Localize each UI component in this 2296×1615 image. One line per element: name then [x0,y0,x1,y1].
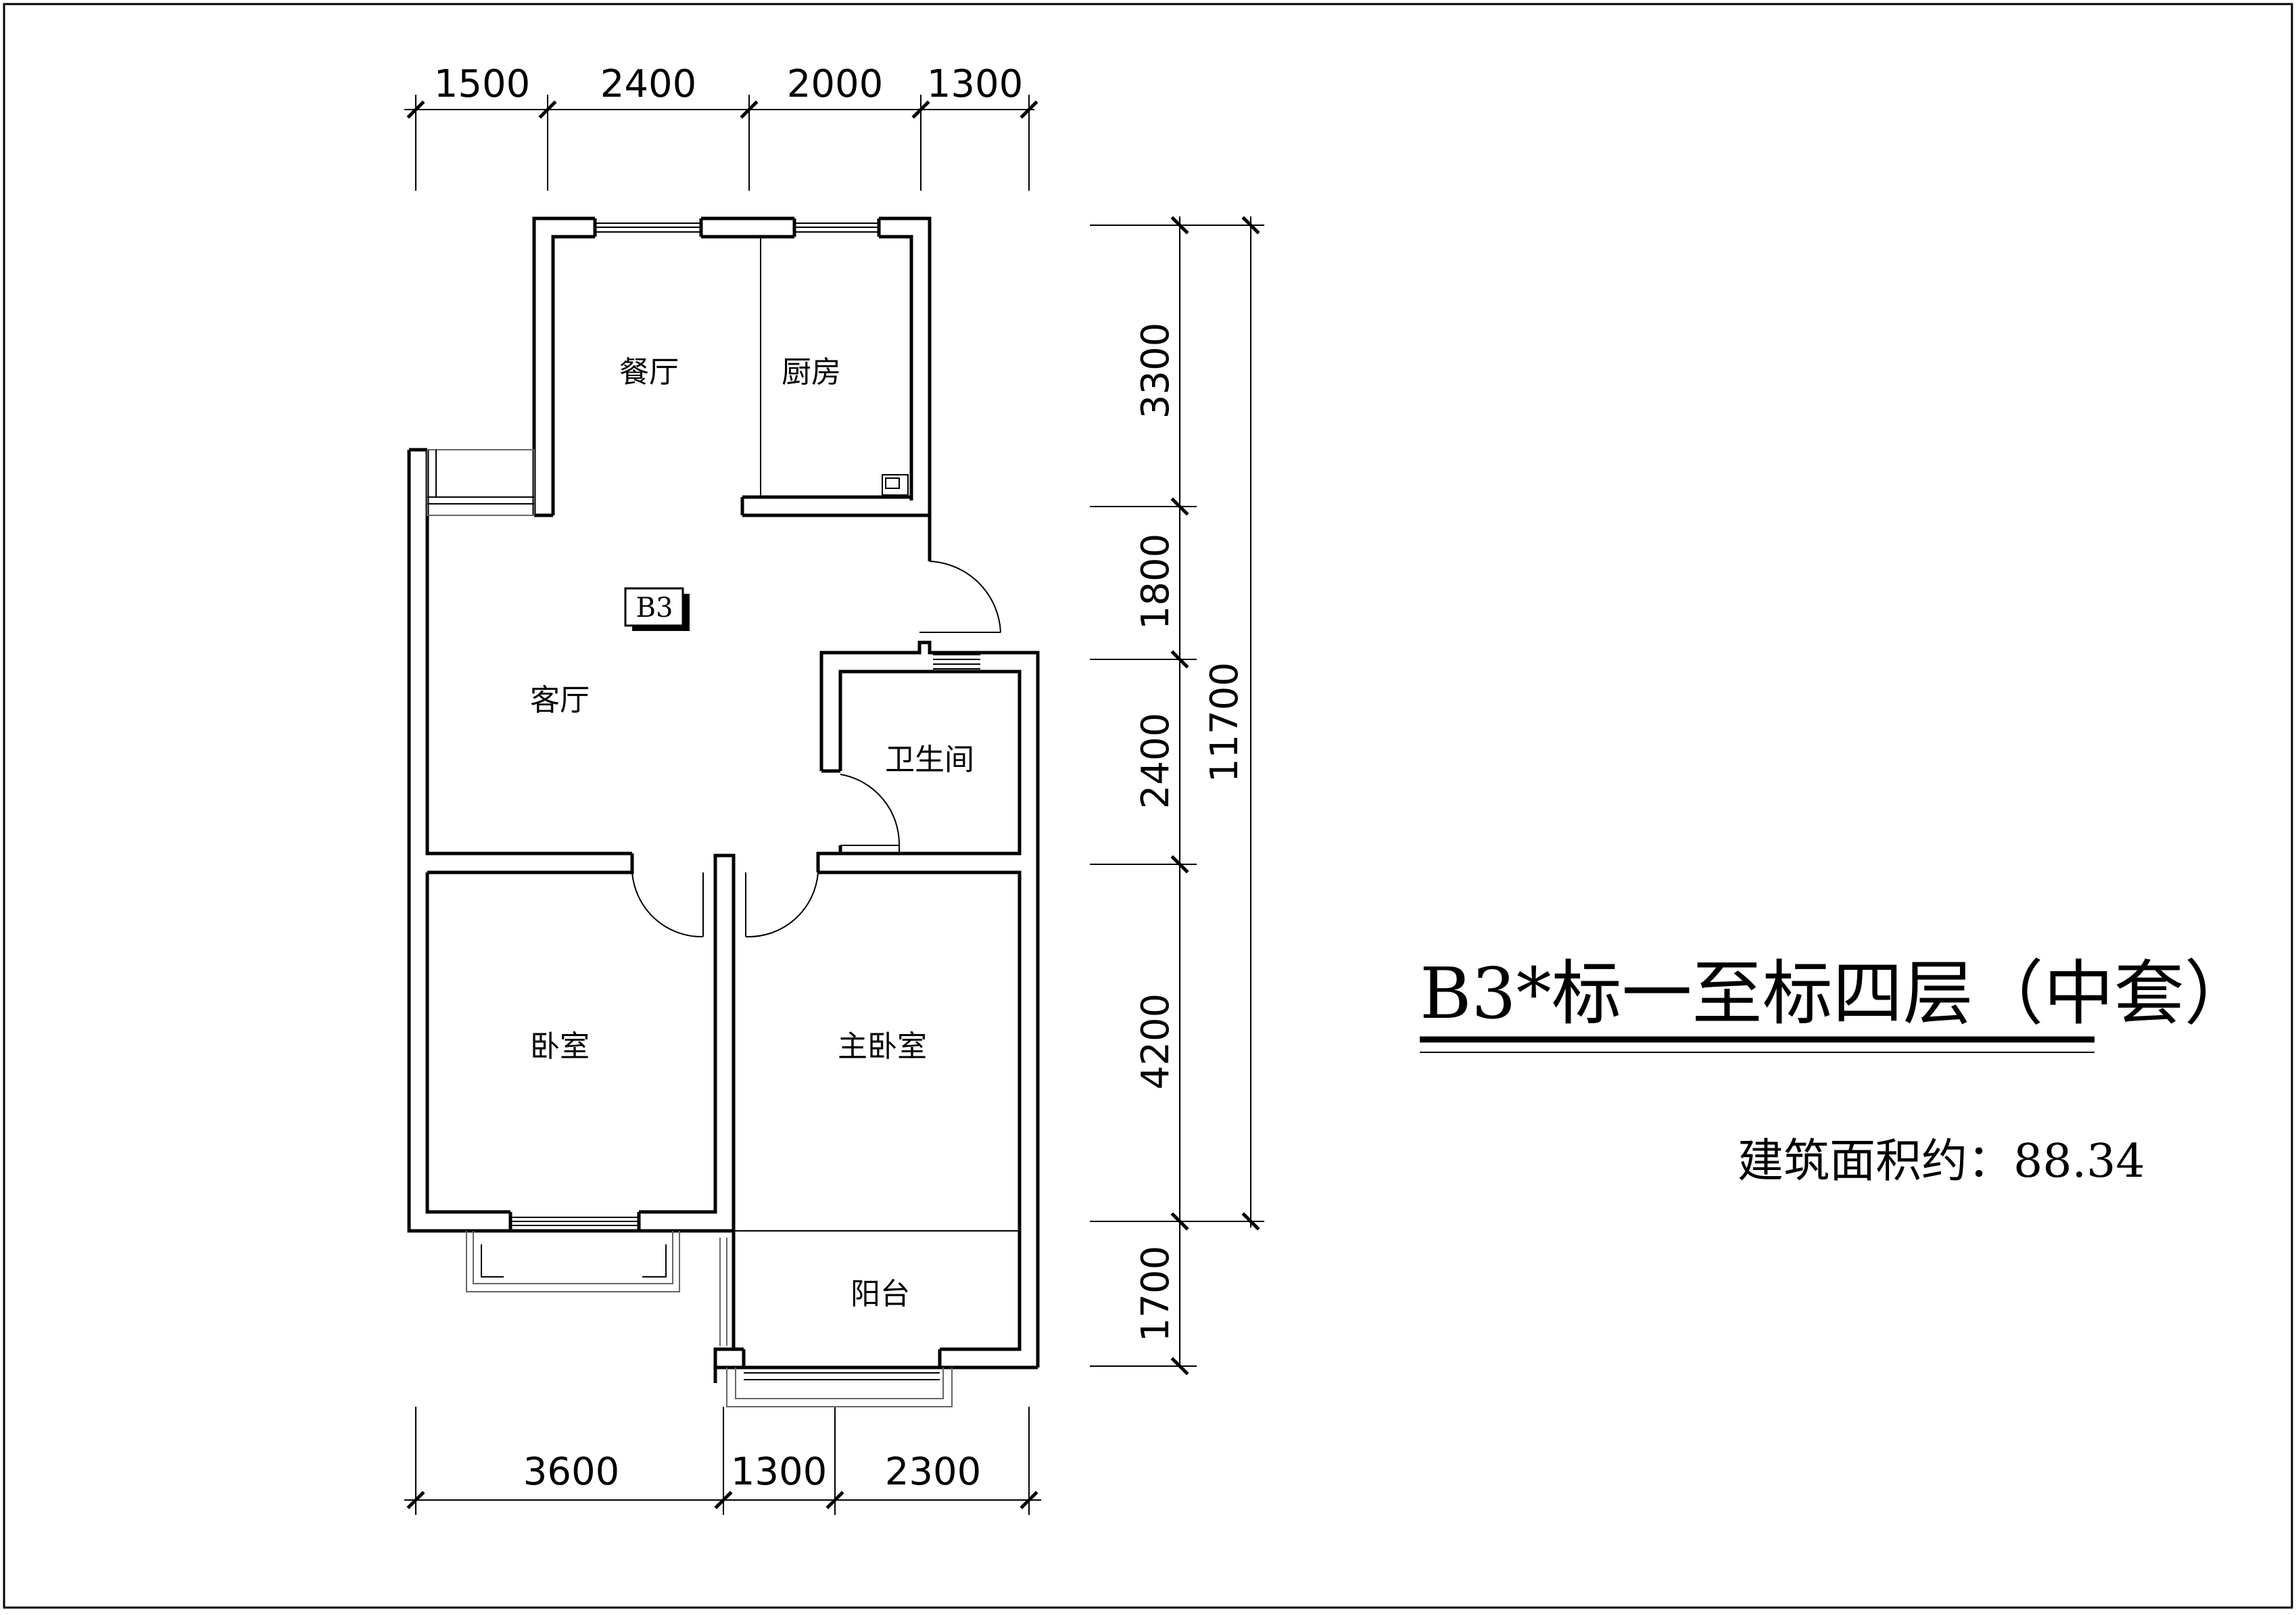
top-dimension-chain: 1500 2400 2000 1300 [404,62,1038,191]
dim-top-4: 1300 [927,62,1024,106]
sheet-border [3,3,2293,1609]
dim-bottom-1: 3600 [523,1450,620,1494]
dim-right-4: 4200 [1134,993,1178,1090]
building-area: 建筑面积约：88.34 [1738,1135,2145,1188]
plan-title: B3*标一至标四层（中套） [1420,952,2255,1035]
unit-tag: B3 [636,592,673,624]
bottom-dimension-chain: 3600 1300 2300 [404,1407,1041,1515]
room-bedroom: 卧室 [530,1029,590,1064]
unit-tag-box [624,587,684,627]
dim-right-5: 1700 [1134,1246,1178,1342]
right-dimension-chain: 3300 1800 2400 4200 1700 11700 [1090,216,1264,1376]
kitchen-flue [882,474,909,496]
room-dining: 餐厅 [619,355,679,390]
room-master-bedroom: 主卧室 [838,1029,927,1064]
room-balcony: 阳台 [851,1277,910,1311]
room-living: 客厅 [530,683,590,718]
dim-top-1: 1500 [434,62,531,106]
dim-top-3: 2000 [787,62,884,106]
room-bathroom: 卫生间 [885,743,974,777]
dim-right-1: 3300 [1134,323,1178,419]
dim-bottom-3: 2300 [885,1450,982,1494]
dim-right-2: 1800 [1134,534,1178,630]
dim-bottom-2: 1300 [731,1450,828,1494]
door-swings [631,561,1001,938]
room-kitchen: 厨房 [782,355,841,390]
windows [427,223,1020,1407]
dim-right-total: 11700 [1203,662,1247,782]
dim-top-2: 2400 [600,62,697,106]
walls [407,216,1040,1383]
dim-right-3: 2400 [1134,713,1178,810]
